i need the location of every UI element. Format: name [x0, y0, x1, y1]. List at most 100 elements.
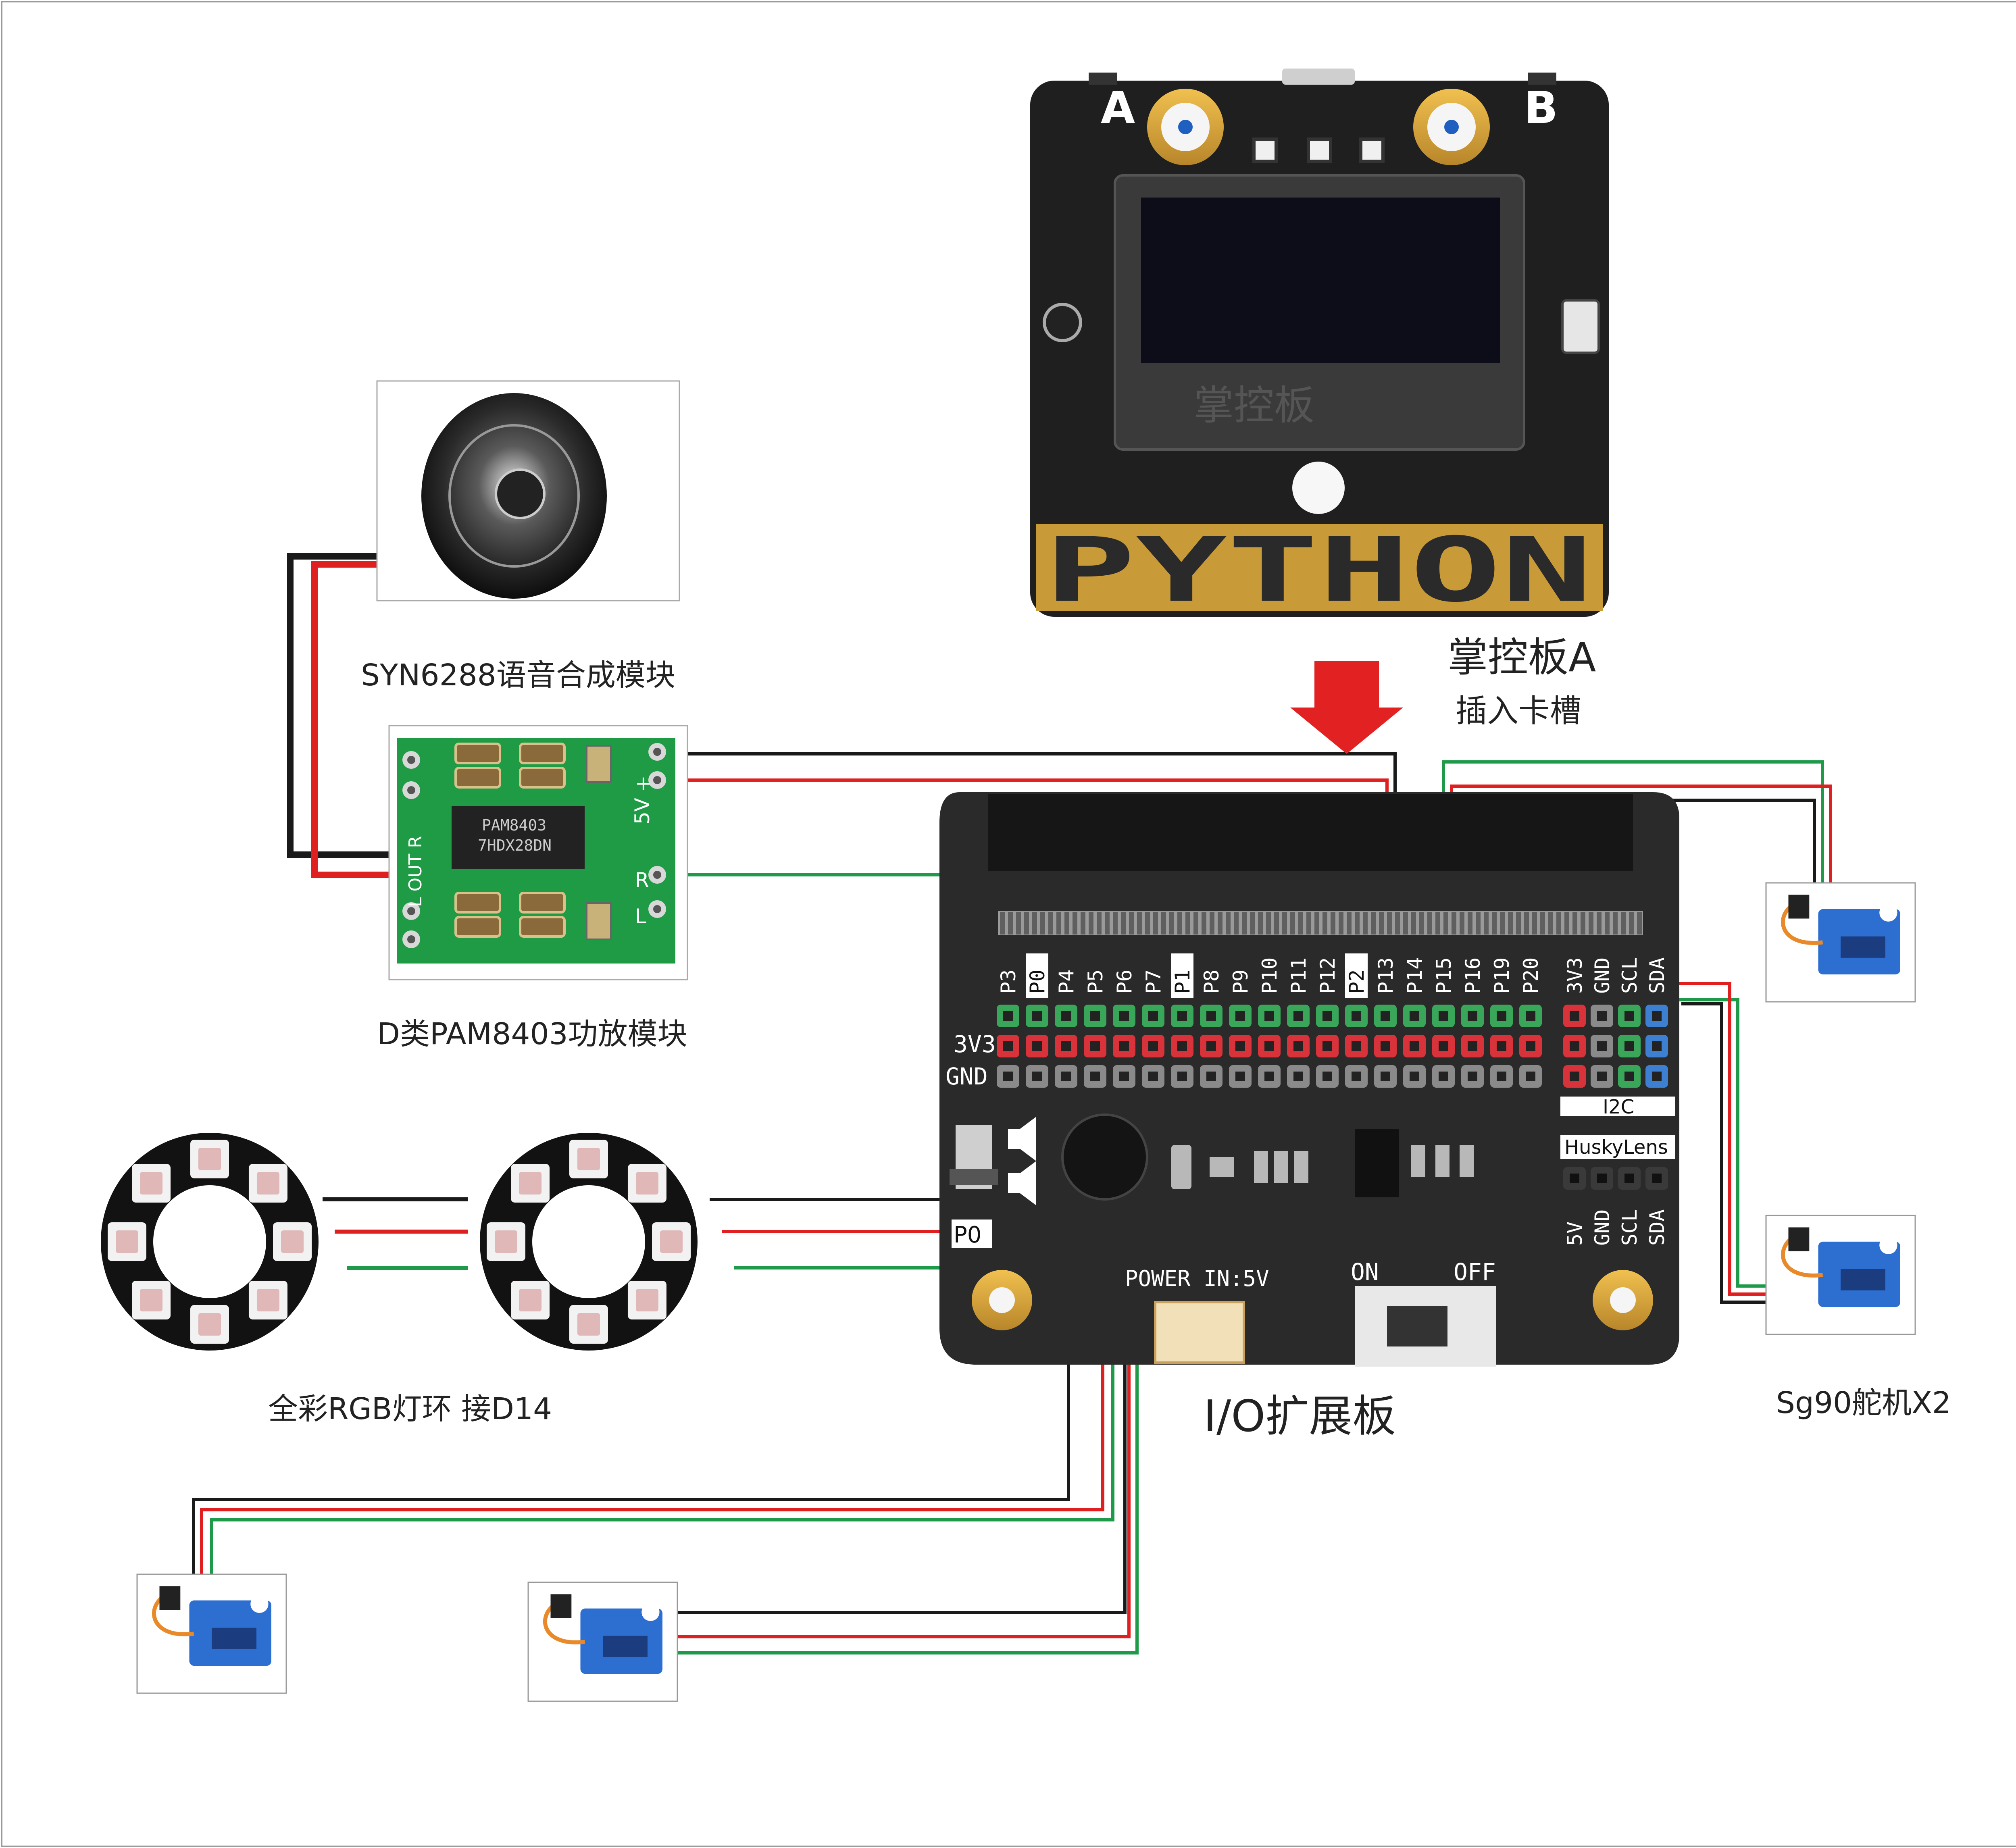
ring-center — [532, 1185, 645, 1298]
amp-capacitor — [519, 892, 566, 914]
edge-tooth — [1202, 912, 1206, 934]
edge-tooth — [1476, 912, 1481, 934]
led-3 — [1359, 137, 1385, 163]
mainboard-tab-left — [1089, 73, 1117, 85]
edge-slot[interactable] — [988, 794, 1633, 871]
pin-label-p13: P13 — [1374, 957, 1397, 994]
pin-label-p11: P11 — [1287, 957, 1310, 994]
component-2 — [1210, 1157, 1234, 1177]
component-3 — [1254, 1151, 1268, 1183]
button-b-label: B — [1524, 82, 1558, 133]
huskylens-box — [1560, 1135, 1675, 1159]
edge-tooth — [1113, 912, 1118, 934]
component-6 — [1411, 1145, 1425, 1177]
edge-tooth — [1395, 912, 1400, 934]
amp-module-label: D类PAM8403功放模块 — [377, 1017, 687, 1051]
edge-tooth — [1621, 912, 1626, 934]
servo4-wire-black — [1681, 1002, 1766, 1304]
edge-tooth — [1306, 912, 1311, 934]
screen-logo: 掌控板 — [1193, 382, 1314, 429]
pin-headers[interactable] — [997, 1005, 1668, 1088]
huskylens-pin-label-scl: SCL — [1618, 1209, 1641, 1246]
edge-tooth — [1145, 912, 1150, 934]
python-text: PYTHON — [1044, 518, 1593, 622]
pin-label-p15: P15 — [1432, 957, 1456, 994]
edge-tooth — [1629, 912, 1634, 934]
amp-capacitor — [454, 767, 501, 789]
edge-tooth — [1064, 912, 1069, 934]
edge-tooth — [1371, 912, 1376, 934]
amp-pin-plus: + — [635, 772, 652, 795]
oled-screen — [1141, 198, 1500, 363]
edge-tooth — [1073, 912, 1077, 934]
rgb-ring-right — [480, 1133, 698, 1351]
edge-tooth — [1411, 912, 1416, 934]
edge-tooth — [1443, 912, 1448, 934]
regulator — [1355, 1129, 1399, 1197]
edge-tooth — [1613, 912, 1618, 934]
edge-tooth — [1153, 912, 1158, 934]
buzzer — [1061, 1113, 1148, 1201]
amp-capacitor — [519, 916, 566, 938]
mainboard: A B 掌控板 PYTHON — [1030, 69, 1609, 622]
amp-module: PAM8403 7HDX28DN + 5V R L L OUT R — [388, 725, 688, 980]
button-a[interactable] — [1147, 89, 1224, 165]
amp-out-label: L OUT R — [405, 836, 426, 907]
amp-capacitor — [454, 916, 501, 938]
amp-chip-text-2: 7HDX28DN — [478, 837, 552, 854]
huskylens-header[interactable] — [1563, 1167, 1668, 1190]
amp-capacitor — [519, 743, 566, 764]
pin-label-p20: P20 — [1519, 957, 1543, 994]
pin-label-p10: P10 — [1258, 957, 1281, 994]
edge-tooth — [1290, 912, 1295, 934]
mainboard-hole — [1292, 462, 1345, 514]
pin-label-p3: P3 — [997, 970, 1020, 994]
led-1 — [1252, 137, 1278, 163]
servo-horn — [1879, 903, 1897, 922]
huskylens-label: HuskyLens — [1564, 1136, 1668, 1159]
pin-label-p2: P2 — [1345, 970, 1368, 994]
edge-tooth — [1081, 912, 1085, 934]
edge-tooth — [1387, 912, 1392, 934]
i2c-box — [1560, 1097, 1675, 1116]
edge-tooth — [1250, 912, 1255, 934]
speaker-wire-black — [287, 553, 456, 858]
edge-tooth — [1605, 912, 1610, 934]
edge-tooth — [1210, 912, 1214, 934]
switch-on-label: ON — [1351, 1258, 1379, 1286]
syn-module-label: SYN6288语音合成模块 — [361, 658, 675, 693]
amp-capacitor — [454, 892, 501, 914]
pin-label-p16: P16 — [1461, 957, 1485, 994]
edge-tooth — [1161, 912, 1166, 934]
power-switch-knob[interactable] — [1387, 1306, 1447, 1346]
servo-horn — [641, 1603, 660, 1621]
servo-horn — [1879, 1236, 1897, 1254]
power-jack[interactable] — [1154, 1301, 1245, 1364]
servo-horn — [250, 1595, 269, 1613]
button-b[interactable] — [1413, 89, 1490, 165]
servo-pair-label: Sg90舵机X2 — [1776, 1386, 1951, 1420]
pin-label-highlight — [1026, 953, 1048, 998]
speaker-on-icon — [1008, 1161, 1036, 1205]
rgb-ring-label: 全彩RGB灯环 接D14 — [268, 1392, 552, 1426]
pin-label-p14: P14 — [1403, 957, 1427, 994]
edge-tooth — [1193, 912, 1198, 934]
edge-tooth — [1105, 912, 1110, 934]
pin-label-p5: P5 — [1084, 970, 1107, 994]
amp-chip — [452, 806, 585, 869]
mute-switch-knob[interactable] — [950, 1169, 998, 1185]
edge-tooth — [1282, 912, 1287, 934]
amp-chip-text-1: PAM8403 — [482, 816, 546, 834]
edge-connector-pins — [998, 911, 1643, 935]
component-1 — [1171, 1145, 1191, 1189]
component-5 — [1294, 1151, 1308, 1183]
edge-tooth — [1056, 912, 1061, 934]
edge-tooth — [1419, 912, 1424, 934]
component-4 — [1274, 1151, 1288, 1183]
huskylens-pin-label-5v: 5V — [1563, 1222, 1587, 1246]
pin-label-p12: P12 — [1316, 957, 1339, 994]
component-8 — [1460, 1145, 1474, 1177]
